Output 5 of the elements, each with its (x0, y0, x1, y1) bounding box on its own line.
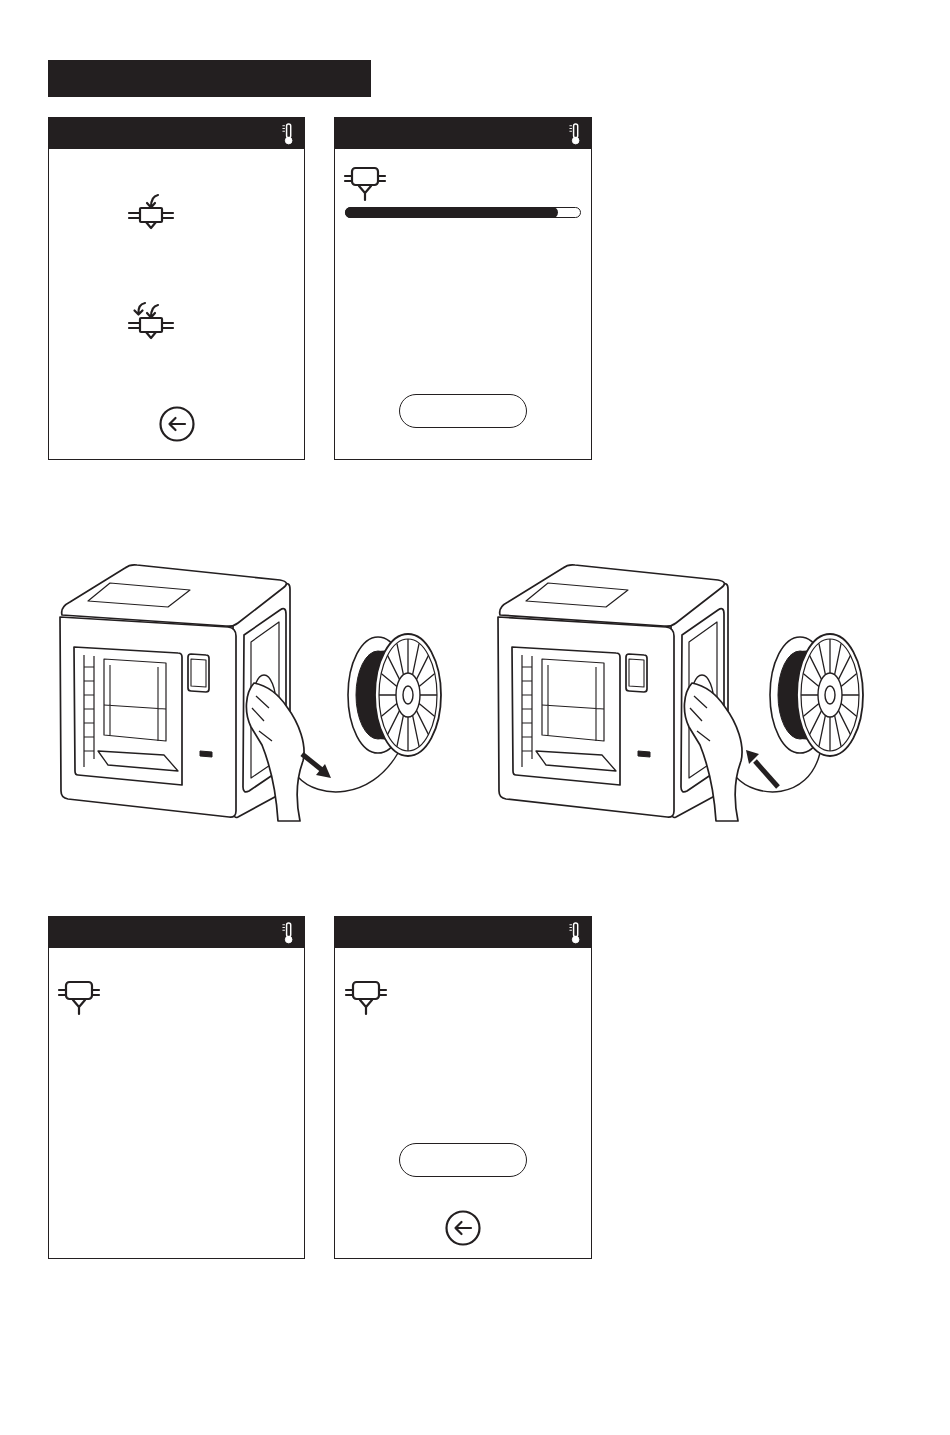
screen-panel (48, 117, 305, 460)
screen-panel (334, 916, 592, 1259)
title-bar (48, 60, 371, 97)
screen-panel (48, 916, 305, 1259)
screen-panel (334, 117, 592, 460)
